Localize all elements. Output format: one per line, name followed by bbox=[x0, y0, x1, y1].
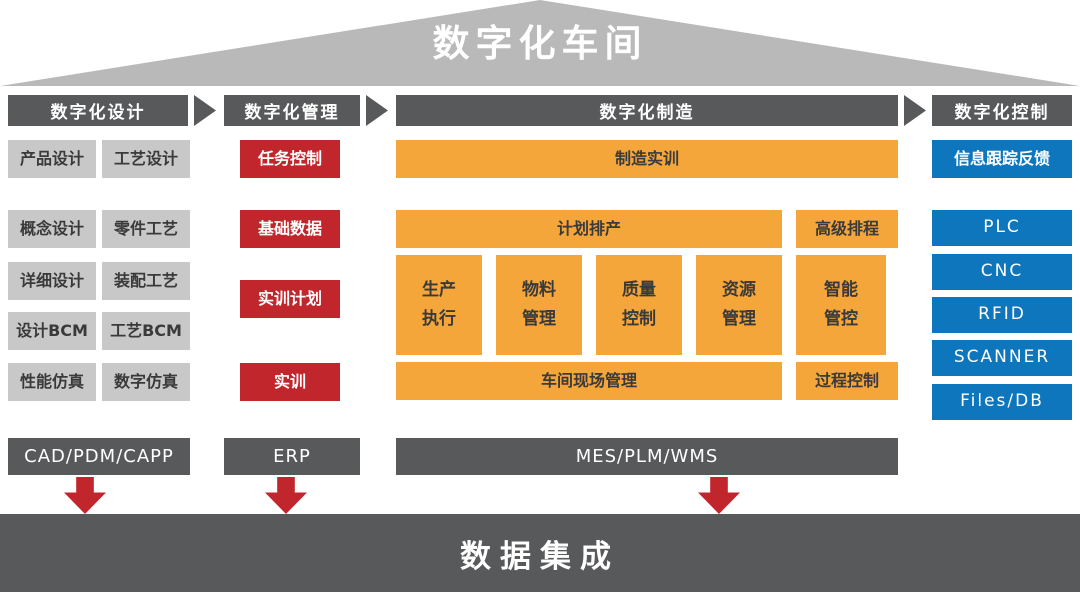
down-arrow-icon bbox=[698, 477, 740, 514]
cell-scanner: SCANNER bbox=[932, 340, 1072, 376]
cell-detailed-design: 详细设计 bbox=[8, 262, 96, 300]
cell-concept-design: 概念设计 bbox=[8, 210, 96, 248]
cell-part-process: 零件工艺 bbox=[102, 210, 190, 248]
mes-plm-wms-bar: MES/PLM/WMS bbox=[396, 438, 898, 475]
cell-files-db: Files/DB bbox=[932, 384, 1072, 420]
cell-assembly-process: 装配工艺 bbox=[102, 262, 190, 300]
cell-training-plan: 实训计划 bbox=[240, 280, 340, 318]
header-digital-control: 数字化控制 bbox=[932, 95, 1072, 126]
cell-process-bcm: 工艺BCM bbox=[102, 312, 190, 350]
flow-arrow-right-icon bbox=[366, 95, 388, 126]
cell-rfid: RFID bbox=[932, 297, 1072, 333]
cell-intelligent-control: 智能管控 bbox=[796, 255, 886, 355]
cell-basic-data: 基础数据 bbox=[240, 210, 340, 248]
cell-process-design: 工艺设计 bbox=[102, 140, 190, 178]
down-arrow-icon bbox=[64, 477, 106, 514]
cell-label: 质量控制 bbox=[622, 280, 656, 329]
cell-production-execution: 生产执行 bbox=[396, 255, 482, 355]
cell-task-control: 任务控制 bbox=[240, 140, 340, 178]
cad-pdm-capp-bar: CAD/PDM/CAPP bbox=[8, 438, 190, 475]
cell-process-control: 过程控制 bbox=[796, 362, 898, 400]
data-integration-bar: 数据集成 bbox=[0, 514, 1080, 592]
flow-arrow-right-icon bbox=[904, 95, 926, 126]
cell-manufacturing-training: 制造实训 bbox=[396, 140, 898, 178]
cell-resource-management: 资源管理 bbox=[696, 255, 782, 355]
header-digital-management: 数字化管理 bbox=[224, 95, 360, 126]
cell-label: 智能管控 bbox=[824, 280, 858, 329]
header-digital-design: 数字化设计 bbox=[8, 95, 188, 126]
cell-workshop-site-management: 车间现场管理 bbox=[396, 362, 782, 400]
down-arrow-icon bbox=[265, 477, 307, 514]
cell-advanced-scheduling: 高级排程 bbox=[796, 210, 898, 248]
cell-quality-control: 质量控制 bbox=[596, 255, 682, 355]
cell-plc: PLC bbox=[932, 210, 1072, 246]
header-digital-manufacturing: 数字化制造 bbox=[396, 95, 898, 126]
cell-digital-simulation: 数字仿真 bbox=[102, 363, 190, 401]
cell-label: 资源管理 bbox=[722, 280, 756, 329]
cell-info-tracking-feedback: 信息跟踪反馈 bbox=[932, 140, 1072, 178]
cell-product-design: 产品设计 bbox=[8, 140, 96, 178]
cell-cnc: CNC bbox=[932, 254, 1072, 290]
cell-material-management: 物料管理 bbox=[496, 255, 582, 355]
cell-design-bcm: 设计BCM bbox=[8, 312, 96, 350]
flow-arrow-right-icon bbox=[194, 95, 216, 126]
cell-label: 生产执行 bbox=[422, 280, 456, 329]
cell-training: 实训 bbox=[240, 363, 340, 401]
cell-performance-simulation: 性能仿真 bbox=[8, 363, 96, 401]
erp-bar: ERP bbox=[224, 438, 360, 475]
diagram-title: 数字化车间 bbox=[432, 22, 648, 65]
cell-production-scheduling: 计划排产 bbox=[396, 210, 782, 248]
cell-label: 物料管理 bbox=[522, 280, 556, 329]
